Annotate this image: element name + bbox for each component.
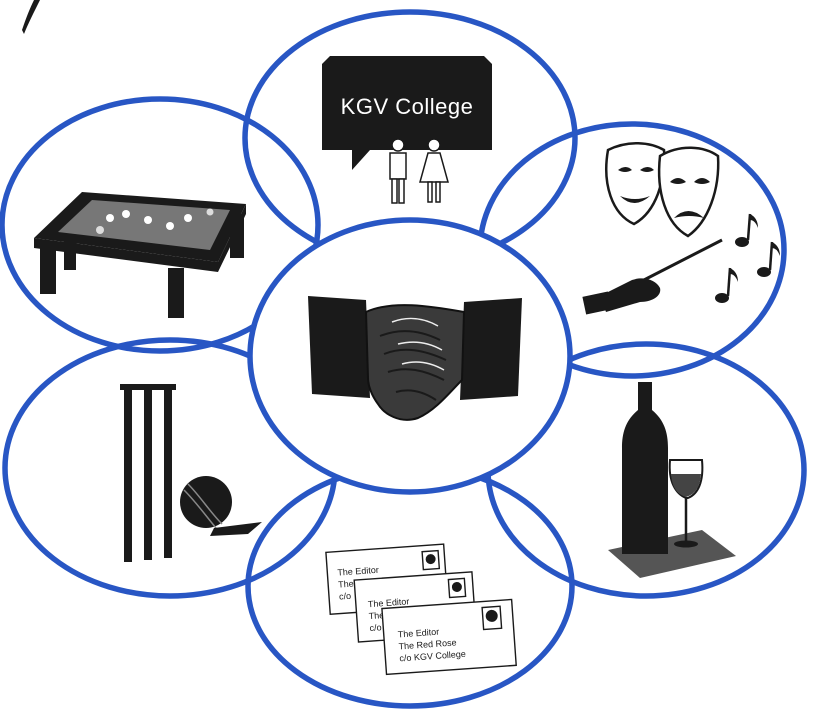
pen-mark xyxy=(22,0,40,34)
envelope-front: The Editor The Red Rose c/o KGV College xyxy=(381,598,517,676)
svg-text:The: The xyxy=(368,610,384,621)
svg-text:The Red Rose: The Red Rose xyxy=(398,637,457,651)
sign-label: KGV College xyxy=(341,94,474,119)
woman-icon xyxy=(419,138,449,203)
music-notes-icon xyxy=(715,213,780,303)
theatre-masks-icon xyxy=(605,142,720,238)
snooker-table-icon xyxy=(34,192,246,318)
svg-text:The Editor: The Editor xyxy=(337,565,379,578)
wine-icon xyxy=(608,382,736,578)
handshake-icon xyxy=(308,296,522,421)
cricket-icon xyxy=(120,384,262,562)
conductor-hand-icon xyxy=(582,238,723,315)
svg-text:c/o: c/o xyxy=(339,591,352,602)
man-icon xyxy=(389,138,407,204)
svg-text:c/o KGV College: c/o KGV College xyxy=(399,649,466,664)
svg-text:The: The xyxy=(338,579,354,590)
svg-text:The Editor: The Editor xyxy=(368,596,410,609)
svg-text:The Editor: The Editor xyxy=(397,627,439,640)
svg-text:c/o: c/o xyxy=(369,622,382,633)
college-sign: KGV College xyxy=(322,56,492,204)
ring-snooker xyxy=(0,96,321,354)
envelopes-icon: The Editor The c/o The Editor The c/o Th… xyxy=(325,543,517,676)
